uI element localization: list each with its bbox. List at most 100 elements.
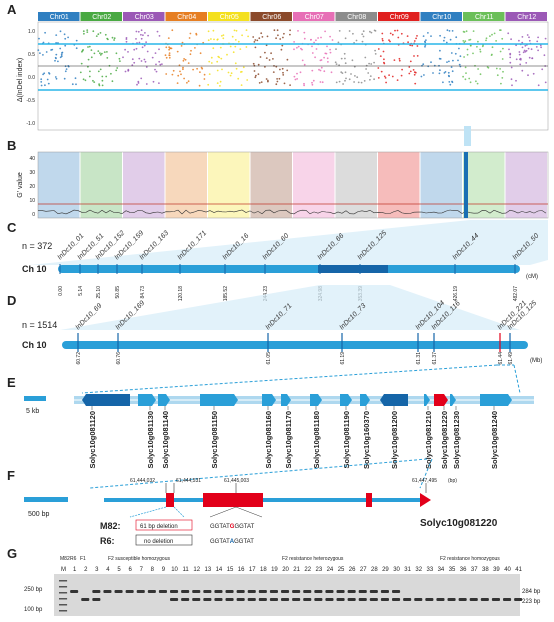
gene-model — [360, 394, 370, 406]
indel-point — [282, 71, 284, 74]
band-284 — [281, 590, 290, 593]
del-callout-left — [129, 506, 167, 518]
indel-point — [447, 74, 450, 77]
band-223 — [369, 598, 378, 601]
indel-point — [208, 60, 211, 63]
ladder-band — [59, 592, 68, 594]
indel-point — [449, 83, 452, 86]
indel-point — [138, 57, 141, 60]
indel-point — [521, 46, 524, 49]
scale-bar-f — [24, 497, 68, 502]
gene-label: Solyc10g081170 — [284, 411, 293, 469]
indel-point — [97, 50, 100, 52]
d-value-label: 61.37 — [432, 352, 438, 365]
indel-point — [523, 49, 526, 52]
indel-point — [299, 71, 302, 74]
indel-point — [476, 82, 479, 85]
indel-point — [125, 40, 128, 43]
band-284 — [192, 590, 201, 593]
indel-point — [369, 30, 371, 33]
indel-point — [144, 32, 146, 34]
indel-point — [207, 39, 210, 42]
indel-point — [401, 68, 403, 71]
indel-point — [314, 56, 316, 59]
indel-point — [101, 52, 103, 55]
indel-point — [50, 49, 52, 51]
indel-point — [511, 84, 513, 87]
indel-point — [60, 53, 63, 56]
indel-point — [253, 70, 256, 72]
indel-point — [199, 52, 202, 55]
band-223 — [281, 598, 290, 601]
indel-point — [54, 59, 56, 62]
indel-point — [335, 48, 337, 50]
indel-point — [140, 37, 143, 40]
indel-point — [98, 84, 101, 87]
band-284 — [258, 590, 267, 593]
indel-point — [42, 73, 44, 76]
gel-lane-label: 28 — [371, 567, 378, 573]
indel-point — [303, 31, 306, 34]
gel-group-label: M82 — [60, 556, 70, 562]
indel-point — [95, 35, 98, 37]
panel-d-label: D — [7, 293, 16, 308]
indel-point — [518, 51, 521, 53]
indel-point — [93, 52, 96, 55]
indel-point — [491, 33, 493, 36]
indel-point — [210, 56, 213, 59]
band-223 — [203, 598, 212, 601]
indel-point — [187, 62, 190, 64]
band-223: 223 bp — [522, 599, 541, 605]
indel-point — [212, 29, 215, 32]
indel-point — [515, 58, 518, 61]
gel-lane-label: 33 — [427, 567, 434, 573]
gene-label: Solyc10g160370 — [362, 411, 371, 469]
indel-point — [368, 62, 370, 65]
chr-header-label-8: Chr08 — [347, 14, 366, 21]
indel-point — [226, 53, 228, 56]
gene-label: Solyc10g081190 — [342, 411, 351, 469]
indel-point — [356, 76, 359, 79]
indel-point — [330, 71, 333, 74]
gel-lane-label: 37 — [471, 567, 478, 573]
indel-point — [464, 78, 467, 81]
indel-point — [55, 53, 58, 56]
indel-point — [253, 64, 256, 67]
indel-point — [352, 32, 354, 35]
indel-point — [168, 54, 171, 56]
indel-point — [79, 71, 82, 74]
gel-lane-label: 17 — [249, 567, 256, 573]
indel-point — [311, 52, 314, 54]
indel-point — [430, 35, 432, 37]
indel-point — [315, 48, 318, 50]
indel-point — [135, 47, 138, 50]
indel-point — [138, 41, 141, 44]
indel-point — [203, 73, 206, 76]
a-ytick: -0.5 — [26, 98, 35, 104]
indel-point — [155, 70, 158, 73]
indel-point — [293, 48, 295, 51]
indel-point — [145, 41, 148, 43]
indel-point — [155, 63, 157, 66]
indel-point — [168, 52, 171, 54]
c-value-label: 482.07 — [513, 286, 519, 302]
indel-point — [55, 77, 58, 80]
indel-point — [531, 57, 534, 60]
indel-point — [63, 77, 66, 80]
indel-point — [311, 69, 314, 72]
indel-point — [416, 45, 419, 47]
indel-point — [170, 47, 173, 50]
indel-point — [413, 73, 416, 76]
indel-point — [445, 41, 448, 44]
b-band-5 — [208, 152, 250, 218]
indel-point — [458, 63, 461, 66]
indel-point — [158, 82, 160, 84]
indel-point — [446, 61, 448, 63]
gel-lane-label: 30 — [393, 567, 400, 573]
no-deletion-box — [135, 534, 193, 546]
indel-point — [502, 70, 504, 73]
indel-point — [430, 61, 432, 64]
indel-point — [527, 47, 530, 50]
indel-point — [219, 80, 222, 83]
